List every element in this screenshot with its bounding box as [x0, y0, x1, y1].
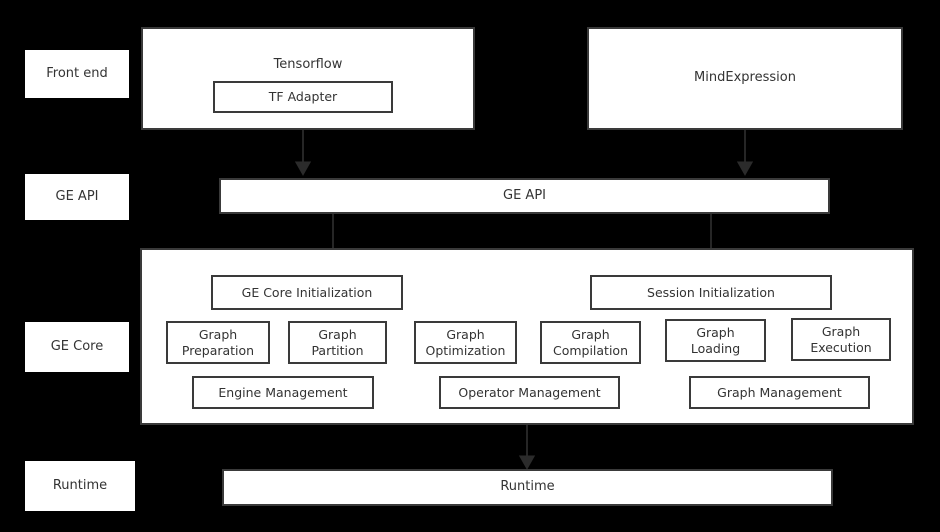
mindexpression-label: MindExpression [694, 70, 796, 86]
module-graph-preparation-label: Graph Preparation [181, 326, 255, 358]
management-graph-label: Graph Management [717, 384, 842, 400]
management-operator[interactable]: Operator Management [439, 376, 620, 409]
management-engine[interactable]: Engine Management [192, 376, 374, 409]
mindexpression-container[interactable]: MindExpression [587, 27, 903, 130]
tensorflow-container[interactable]: Tensorflow [141, 27, 475, 130]
ge-core-initialization-box[interactable]: GE Core Initialization [211, 275, 403, 310]
module-graph-compilation-label: Graph Compilation [552, 326, 629, 358]
runtime-bar-label: Runtime [500, 479, 555, 495]
row-label-front-end: Front end [25, 50, 129, 98]
session-initialization-box[interactable]: Session Initialization [590, 275, 832, 310]
session-initialization-label: Session Initialization [647, 284, 775, 300]
tf-adapter-label: TF Adapter [268, 89, 338, 105]
module-graph-execution[interactable]: Graph Execution [791, 318, 891, 361]
management-graph[interactable]: Graph Management [689, 376, 870, 409]
module-graph-optimization[interactable]: Graph Optimization [414, 321, 517, 364]
tf-adapter-box[interactable]: TF Adapter [213, 81, 393, 113]
runtime-bar[interactable]: Runtime [222, 469, 833, 506]
management-engine-label: Engine Management [218, 384, 348, 400]
module-graph-optimization-label: Graph Optimization [425, 326, 506, 358]
row-label-runtime: Runtime [25, 461, 135, 511]
row-label-ge-core-text: GE Core [50, 338, 104, 354]
management-operator-label: Operator Management [458, 384, 601, 400]
tensorflow-label: Tensorflow [273, 57, 343, 72]
ge-api-bar-label: GE API [503, 187, 546, 203]
ge-api-bar[interactable]: GE API [219, 178, 830, 214]
row-label-front-end-text: Front end [46, 65, 108, 81]
module-graph-partition[interactable]: Graph Partition [288, 321, 387, 364]
module-graph-compilation[interactable]: Graph Compilation [540, 321, 641, 364]
ge-core-initialization-label: GE Core Initialization [241, 284, 373, 300]
module-graph-preparation[interactable]: Graph Preparation [166, 321, 270, 364]
row-label-runtime-text: Runtime [52, 477, 108, 493]
module-graph-loading[interactable]: Graph Loading [665, 319, 766, 362]
row-label-ge-core: GE Core [25, 322, 129, 372]
module-graph-execution-label: Graph Execution [810, 323, 872, 355]
row-label-ge-api: GE API [25, 174, 129, 220]
row-label-ge-api-text: GE API [55, 188, 99, 204]
module-graph-partition-label: Graph Partition [311, 326, 364, 358]
module-graph-loading-label: Graph Loading [690, 324, 741, 356]
